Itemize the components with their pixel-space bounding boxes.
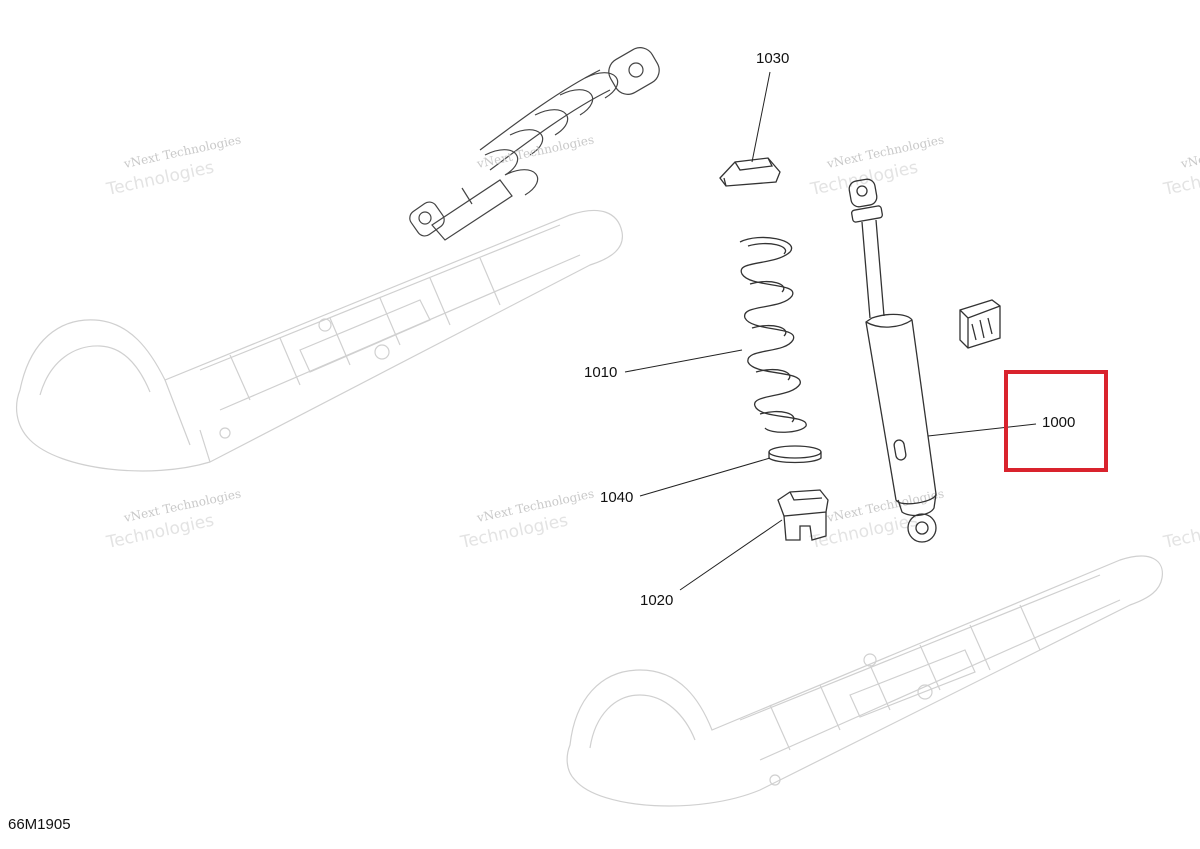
callout-1000[interactable]: 1000: [1042, 414, 1075, 431]
callout-1030[interactable]: 1030: [756, 50, 789, 67]
coil-spring-part[interactable]: [739, 236, 807, 433]
shock-absorber-part[interactable]: [848, 178, 937, 543]
spacer-ring-part[interactable]: [768, 445, 822, 464]
leader-1020: [679, 519, 783, 591]
callout-1020[interactable]: 1020: [640, 592, 673, 609]
assembled-shock-drawing: [409, 47, 660, 241]
bushing-part[interactable]: [959, 299, 1001, 349]
callout-1010[interactable]: 1010: [584, 364, 617, 381]
lower-retainer-part[interactable]: [777, 489, 829, 541]
leader-1040: [639, 457, 771, 497]
watermark-text: Technologies: [104, 158, 216, 201]
left-ski-drawing: [15, 209, 623, 472]
leader-1000: [927, 423, 1037, 437]
upper-spring-seat-part[interactable]: [719, 157, 781, 187]
leader-lines: [624, 71, 1037, 591]
leader-1030: [751, 71, 771, 163]
watermark-text: Technologies: [1161, 511, 1200, 554]
watermark-text: vNext Technologies: [1179, 132, 1200, 171]
drawing-number: 66M1905: [8, 816, 71, 833]
highlight-box: [1004, 370, 1108, 472]
leader-1010: [624, 349, 743, 373]
right-ski-drawing: [566, 555, 1163, 807]
watermark-text: Technologies: [808, 158, 920, 201]
callout-1040[interactable]: 1040: [600, 489, 633, 506]
